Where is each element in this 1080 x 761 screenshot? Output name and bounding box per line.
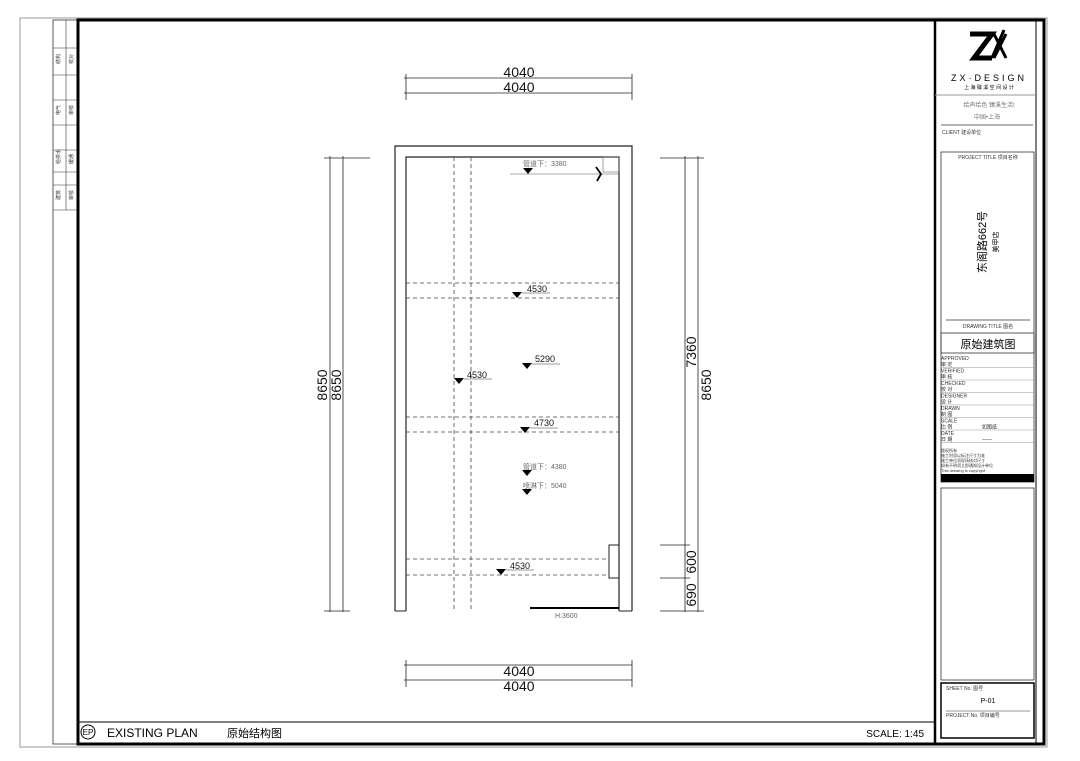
strip-label: 给排水 <box>55 149 62 164</box>
role-value: 如图纸 <box>982 424 997 431</box>
role-label-en: VERIFIED <box>941 369 964 375</box>
main-frame <box>76 18 1046 746</box>
sheet-scale: SCALE: 1:45 <box>866 729 924 740</box>
dim-bottom-1: 4040 <box>503 663 534 679</box>
dim-top-2: 4040 <box>503 79 534 95</box>
strip-label: 暖通 <box>68 154 75 164</box>
role-label-en: APPROVED <box>941 356 969 362</box>
strip-label: 审核 <box>68 190 75 200</box>
role-value: —— <box>982 437 992 443</box>
note: This drawing is copyright <box>941 468 986 473</box>
title-block-frame <box>933 18 1046 746</box>
level-label: 5290 <box>535 354 555 364</box>
level-label: 4730 <box>534 418 554 428</box>
note: 施工时须以标注尺寸为准 <box>941 452 985 458</box>
dim-bottom-2: 4040 <box>503 678 534 694</box>
walls <box>394 145 633 611</box>
role-label-en: DATE <box>941 431 955 437</box>
level-label: 4530 <box>527 284 547 294</box>
sheet-no: P-01 <box>981 698 996 705</box>
role-label-cn: 校 对 <box>941 386 952 393</box>
note: 施工单位须现场核对尺寸 <box>941 457 985 463</box>
role-label-cn: 审 核 <box>941 374 952 381</box>
sheet-no-label: SHEET No. 图号 <box>946 686 983 692</box>
dim-right-2: 8650 <box>698 369 714 400</box>
location: 中国•上海 <box>974 113 1000 121</box>
redacted-notes <box>941 474 1034 482</box>
slogan: 给声给色 臻溪生活! <box>963 101 1015 109</box>
role-label-cn: 比 例 <box>941 424 952 431</box>
logo <box>969 29 1008 61</box>
project-no-label: PROJECT No. 项目编号 <box>946 712 1000 719</box>
company-name: ZX·DESIGN <box>951 73 1027 83</box>
role-label-en: SCALE <box>941 419 958 425</box>
level-label: 4530 <box>510 561 530 571</box>
strip-label: 建筑 <box>55 190 62 200</box>
dimension-lines <box>324 74 704 687</box>
role-label-cn: 日 期 <box>941 437 952 443</box>
role-label-en: DESIGNER <box>941 394 968 400</box>
strip-label: 审核 <box>68 105 75 115</box>
pipe-note: 管道下：3380 <box>523 159 567 168</box>
pipe-arrow-icon <box>595 166 603 182</box>
strip-label: 结构 <box>55 54 62 64</box>
note: 如有不明须立即通知设计单位 <box>941 462 993 468</box>
role-label-cn: 设 计 <box>941 399 952 406</box>
role-label-en: CHECKED <box>941 381 966 387</box>
sheet-title-cn: 原始结构图 <box>227 726 282 740</box>
sheet-code-circle <box>80 724 96 740</box>
role-label-cn: 审 定 <box>941 361 952 368</box>
outer-border <box>19 17 1048 748</box>
note: 版权所有 <box>941 447 957 453</box>
project-sub: 美甲店 <box>991 232 1000 253</box>
client-label: CLIENT 建设单位 <box>942 129 981 136</box>
dim-top-1: 4040 <box>503 64 534 80</box>
dim-left-1: 8650 <box>314 369 330 400</box>
company-cn: 上 海 臻 溪 空 间 设 计 <box>964 84 1014 91</box>
pipe-note: 管道下：4380 <box>523 462 567 471</box>
role-label-en: DRAWN <box>941 406 960 412</box>
strip-label: 电气 <box>55 105 62 115</box>
dim-right-3: 600 <box>683 550 699 574</box>
project-title-label: PROJECT TITLE 项目名称 <box>958 154 1018 161</box>
left-strip <box>52 19 79 745</box>
column <box>608 544 620 579</box>
door-height: H:3600 <box>555 613 578 620</box>
role-label-cn: 制 图 <box>941 411 952 418</box>
dim-left-2: 8650 <box>328 369 344 400</box>
strip-label: 校对 <box>68 54 75 64</box>
level-markers <box>454 168 533 575</box>
dim-right-1: 7360 <box>683 336 699 367</box>
drawing-title: 原始建筑图 <box>961 337 1016 351</box>
drawing-title-label: DRAWING TITLE 图名 <box>963 323 1013 330</box>
sheet-title-en: EXISTING PLAN <box>107 726 198 740</box>
beams <box>406 157 619 611</box>
dim-right-4: 690 <box>683 583 699 607</box>
level-label: 4530 <box>467 370 487 380</box>
sheet-code: EP <box>83 728 94 737</box>
project-name: 东阁路662号 <box>975 211 989 273</box>
pipe-note: 喷淋下：5040 <box>523 481 567 490</box>
